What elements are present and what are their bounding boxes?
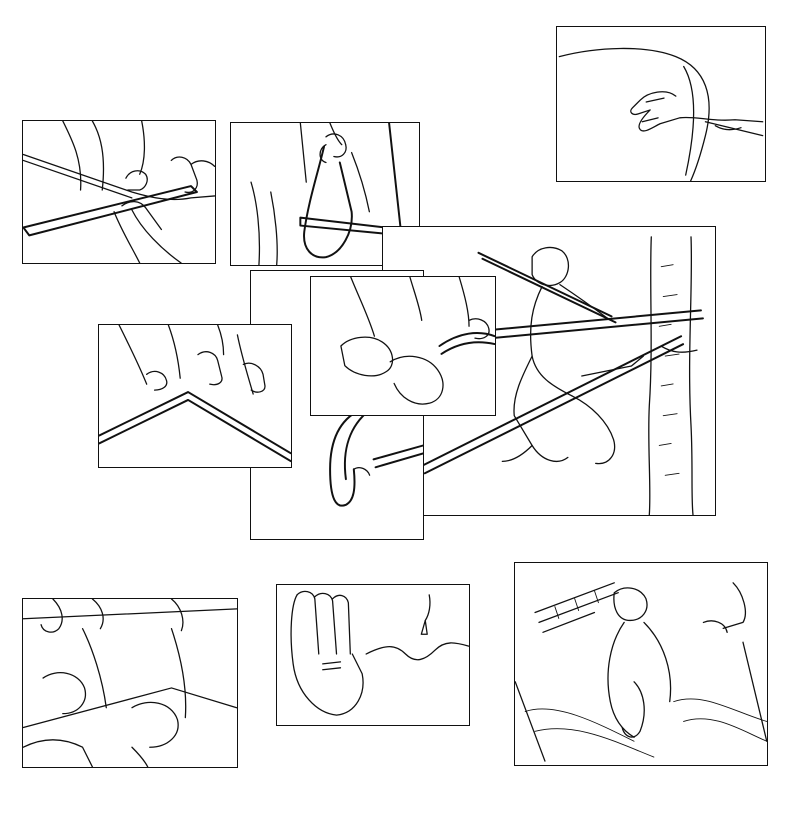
panel-hand-gesture: [276, 584, 470, 726]
hands-tying-loop-icon: [340, 277, 495, 405]
child-running-icon: [515, 582, 767, 762]
panel-hand-on-bark: [556, 26, 766, 182]
palm-touching-surface-icon: [558, 47, 764, 181]
hands-pulling-strip-icon: [23, 121, 215, 263]
people-working-icon: [23, 599, 237, 767]
panel-binding-loop: [310, 276, 496, 416]
panel-group-working: [22, 598, 238, 768]
panel-shaping-tool: [230, 122, 420, 266]
panel-stripping-bark: [22, 120, 216, 264]
raised-hand-icon: [290, 590, 469, 716]
panel-child-in-field: [514, 562, 768, 766]
panel-bending-frame: [98, 324, 292, 468]
hands-bending-frame-icon: [99, 325, 291, 463]
